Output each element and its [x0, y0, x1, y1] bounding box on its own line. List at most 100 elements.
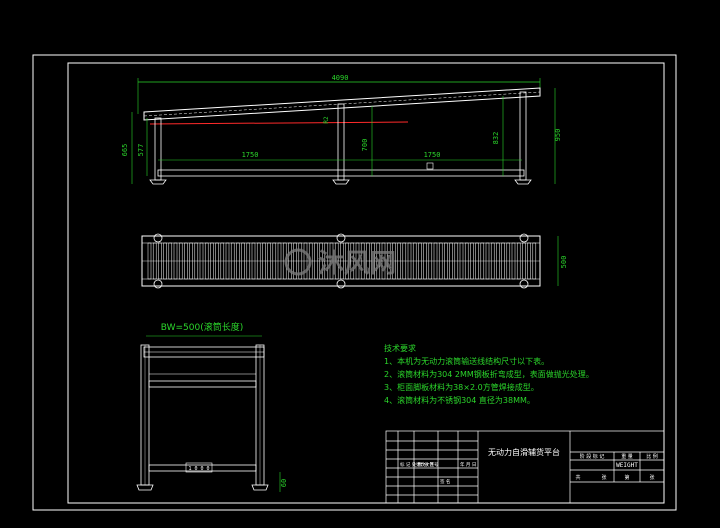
plan-view: 500 沐风网 — [141, 233, 568, 289]
leg-middle — [337, 103, 345, 181]
dim-span-left: 1750 — [242, 151, 259, 159]
dim-marker-small: R2 — [323, 116, 330, 124]
plan-roller — [220, 242, 225, 280]
title-block-left-row-3: 年 月 日 — [460, 461, 476, 468]
title-block-right-header-2: 比 例 — [646, 453, 658, 460]
plan-roller — [178, 242, 183, 280]
plan-roller — [501, 242, 505, 280]
dim-height-mid: 700 — [361, 139, 369, 152]
plan-roller — [428, 242, 433, 280]
plan-roller — [454, 242, 459, 280]
end-view-plate-text: 1 0 0 0 — [188, 466, 209, 472]
plan-roller — [470, 242, 474, 280]
plan-roller — [376, 242, 381, 280]
plan-roller — [241, 242, 245, 280]
plan-roller — [381, 242, 386, 280]
plan-roller — [251, 242, 256, 280]
plan-roller — [230, 242, 235, 280]
leg-right — [519, 91, 527, 181]
title-block-left-row-2: 签 名 — [440, 478, 450, 485]
plan-roller — [204, 242, 209, 280]
plan-roller — [256, 242, 261, 280]
plan-roller — [522, 242, 526, 280]
title-block-weight-label: WEIGHT — [616, 462, 638, 469]
plan-roller — [511, 242, 516, 280]
roller-bed-sloped — [143, 87, 541, 121]
notes-title: 技术要求 — [384, 344, 416, 353]
watermark-logo-icon — [284, 248, 312, 276]
plan-roller — [371, 242, 375, 280]
plan-roller — [163, 242, 167, 280]
plan-roller — [506, 242, 511, 280]
title-block-footer-0: 共 — [575, 474, 580, 481]
plan-roller — [324, 242, 329, 280]
dim-height-left-inner: 577 — [137, 144, 145, 157]
plan-roller — [319, 242, 323, 280]
end-view-label: BW=500(滚筒长度) — [161, 321, 244, 333]
plan-roller — [210, 242, 214, 280]
drawing-frame — [67, 62, 665, 504]
notes-item-4: 4、滚筒材料为不锈钢304 直径为38MM。 — [384, 396, 535, 405]
plan-roller — [366, 242, 370, 280]
plan-roller — [392, 242, 396, 280]
plan-roller — [438, 242, 443, 280]
plan-roller — [485, 242, 490, 280]
dim-height-right-inner: 832 — [492, 132, 500, 145]
plan-roller — [314, 242, 318, 280]
plan-roller — [350, 242, 355, 280]
plan-roller — [418, 242, 422, 280]
end-view: BW=500(滚筒长度) 1 0 0 0 60 — [136, 321, 288, 492]
plan-roller — [173, 242, 178, 280]
plan-roller — [184, 242, 188, 280]
notes-item-1: 1、本机为无动力滚筒输送线结构尺寸以下表。 — [384, 357, 550, 366]
plan-roller — [459, 242, 464, 280]
plan-roller — [246, 242, 251, 280]
plan-roller — [444, 242, 448, 280]
plan-roller — [194, 242, 199, 280]
plan-roller — [262, 242, 266, 280]
plan-roller — [433, 242, 438, 280]
plan-roller — [329, 242, 334, 280]
plan-roller — [215, 242, 219, 280]
dim-span-right: 1750 — [424, 151, 441, 159]
plan-roller — [480, 242, 485, 280]
title-block-title: 无动力自滑辅货平台 — [488, 447, 560, 457]
plan-roller — [147, 242, 152, 280]
plan-roller — [397, 242, 401, 280]
dim-leg-height: 60 — [280, 479, 288, 487]
title-block-left-row-0: 标 记 处 数 分 区 — [400, 461, 435, 468]
side-view: 4090 1750 1750 665 577 700 R2 832 — [121, 74, 562, 185]
plan-roller — [516, 242, 521, 280]
title-block-left-row-1: 更改文件号 — [416, 461, 439, 468]
plan-rollers — [147, 242, 537, 280]
plan-roller — [158, 242, 162, 280]
plan-roller — [303, 242, 308, 280]
plan-roller — [449, 242, 453, 280]
plan-roller — [360, 242, 365, 280]
plan-roller — [355, 242, 360, 280]
plan-roller — [475, 242, 479, 280]
watermark: 沐风网 — [284, 248, 396, 279]
dim-width-plan: 500 — [560, 256, 568, 269]
plan-roller — [402, 242, 407, 280]
plan-roller — [152, 242, 157, 280]
plan-roller — [225, 242, 230, 280]
dim-overall-length: 4090 — [332, 74, 349, 82]
plan-roller — [168, 242, 173, 280]
title-block-footer-1: 张 — [601, 474, 606, 481]
plan-roller — [272, 242, 277, 280]
notes-item-3: 3、柜面脚板材料为38×2.0方管焊接成型。 — [384, 383, 539, 392]
dim-height-left-outer: 665 — [121, 144, 129, 157]
title-block — [385, 430, 665, 504]
plan-roller — [288, 242, 292, 280]
bottom-stretcher — [157, 169, 525, 177]
plan-roller — [527, 242, 531, 280]
plan-roller — [298, 242, 303, 280]
plan-roller — [293, 242, 297, 280]
plan-roller — [407, 242, 412, 280]
plan-roller — [267, 242, 271, 280]
sheet-outer-border — [32, 54, 677, 511]
watermark-text: 沐风网 — [318, 249, 396, 279]
plan-roller — [199, 242, 204, 280]
